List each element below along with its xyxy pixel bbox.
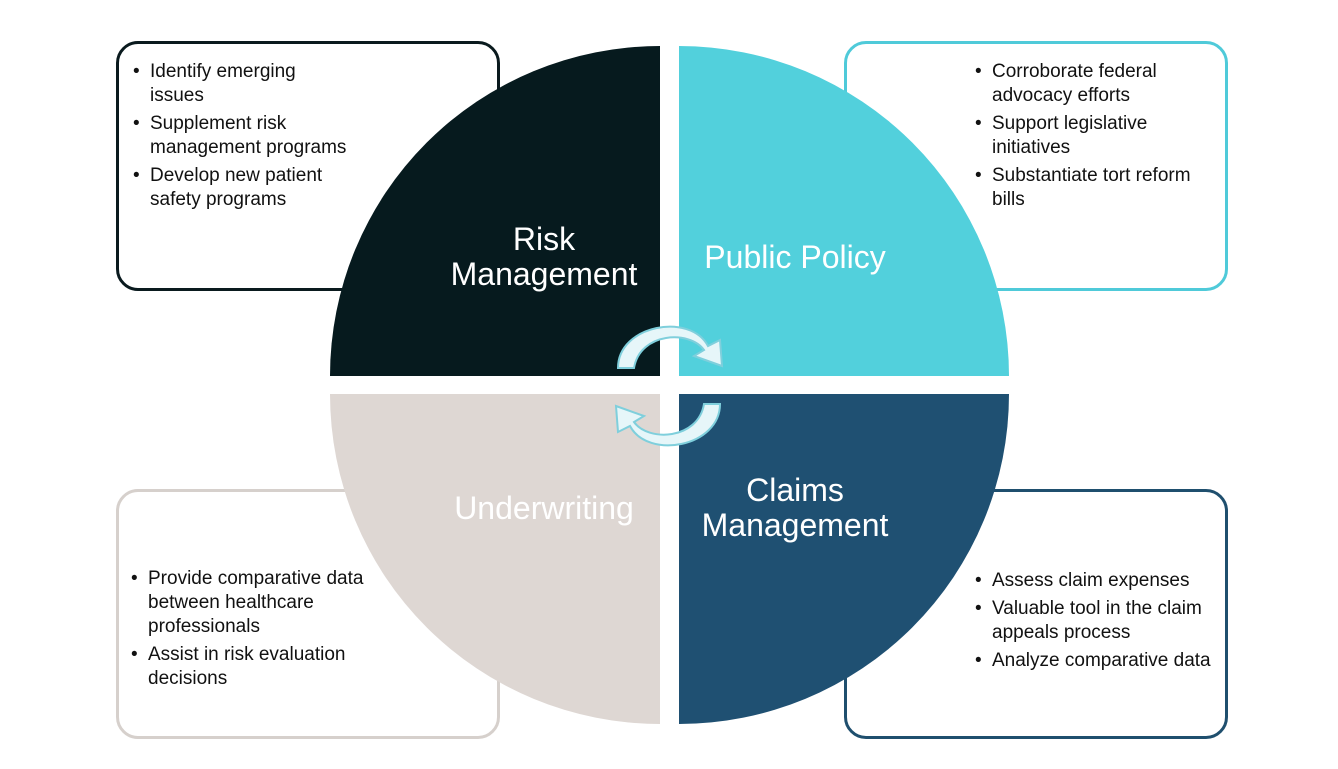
bullet-item: Analyze comparative data (975, 649, 1212, 673)
bullet-item: Corroborate federal advocacy efforts (975, 60, 1192, 108)
risk-management-label: Risk Management (450, 221, 638, 292)
public-policy-quadrant (679, 46, 1009, 376)
claims-management-quadrant (679, 394, 1009, 724)
bullet-item: Substantiate tort reform bills (975, 164, 1228, 212)
risk-management-quadrant (330, 46, 660, 376)
cycle-arrow-bottom-icon (614, 403, 722, 447)
underwriting-quadrant (330, 394, 660, 724)
public-policy-label: Public Policy (704, 239, 886, 275)
bullet-item: Valuable tool in the claim appeals proce… (975, 597, 1212, 645)
bullet-item: Assist in risk evaluation decisions (131, 643, 388, 691)
claims-management-label: Claims Management (701, 472, 889, 543)
cycle-arrow-top-icon (616, 325, 724, 369)
bullet-item: Supplement risk management programs (133, 112, 370, 160)
bullet-item: Assess claim expenses (975, 569, 1228, 593)
bullet-item: Support legislative initiatives (975, 112, 1192, 160)
bullet-item: Provide comparative data between healthc… (131, 567, 388, 639)
bullet-item: Develop new patient safety programs (133, 164, 350, 212)
bullet-item: Identify emerging issues (133, 60, 320, 108)
underwriting-label: Underwriting (454, 490, 634, 526)
